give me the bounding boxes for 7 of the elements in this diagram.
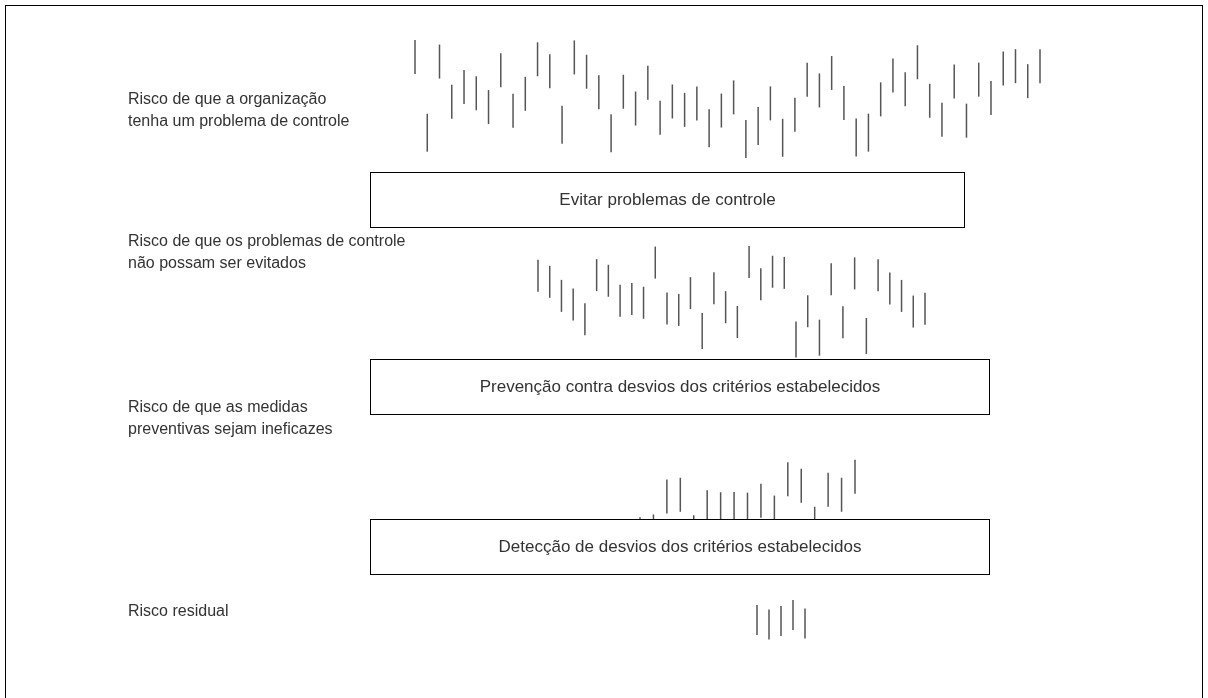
control-box: Prevenção contra desvios dos critérios estabelecidos <box>370 359 990 415</box>
risk-label: Risco de que os problemas de controle não possam ser evitados <box>128 231 407 273</box>
risk-label: Risco de que a organização tenha um problema de controle <box>128 89 351 131</box>
control-box: Detecção de desvios dos critérios estabelecidos <box>370 519 990 575</box>
risk-label: Risco residual <box>128 601 230 621</box>
risk-label: Risco de que as medidas preventivas sejam ineficazes <box>128 397 334 439</box>
control-box: Evitar problemas de controle <box>370 172 965 228</box>
